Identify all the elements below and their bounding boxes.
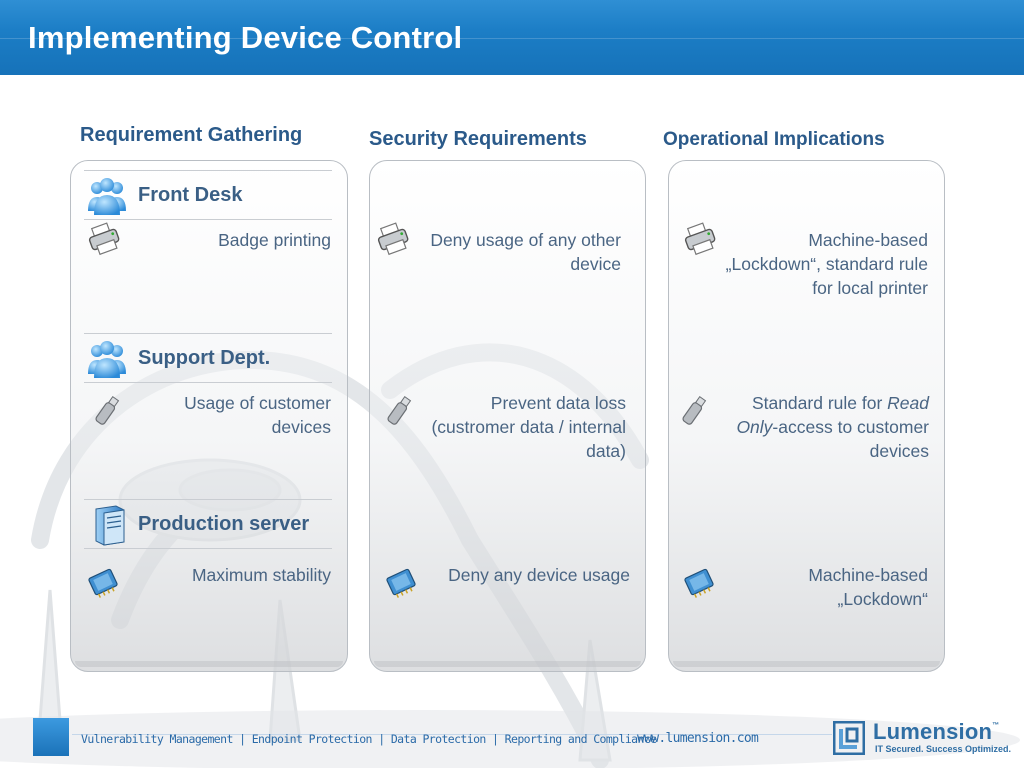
printer-icon (88, 222, 120, 256)
column-header-security-requirements: Security Requirements (369, 128, 587, 150)
requirement-text: Badge printing (218, 230, 331, 250)
logo-slogan: IT Secured. Success Optimized. (875, 744, 1012, 754)
section-heading: Support Dept. (138, 347, 271, 369)
lumension-logo-mark (833, 721, 865, 755)
usb-drive-icon (387, 396, 412, 425)
printer-icon (377, 222, 409, 256)
security-text: Deny any device usage (448, 565, 630, 585)
chip-icon (684, 568, 714, 598)
footer-url-link[interactable]: www.lumension.com (637, 731, 759, 746)
lumension-logo: Lumension™ IT Secured. Success Optimized… (833, 719, 1013, 759)
usb-drive-icon (682, 396, 707, 425)
section-support-dept: Support Dept. (84, 333, 332, 383)
operational-text-prefix: Standard rule for (751, 393, 888, 413)
users-icon (88, 178, 126, 215)
chip-icon (88, 568, 118, 598)
read-only-emphasis: Read Only (736, 393, 929, 437)
usb-drive-icon (95, 396, 120, 425)
security-requirements-panel (369, 160, 646, 672)
column-header-requirement-gathering: Requirement Gathering (80, 124, 303, 146)
logo-name-text: Lumension (873, 719, 993, 744)
security-text: Deny usage of any other device (430, 230, 621, 274)
logo-wordmark: Lumension™ (873, 719, 999, 745)
section-production-server: Production server (84, 499, 332, 549)
section-heading: Front Desk (138, 184, 243, 206)
printer-icon (684, 222, 716, 256)
column-header-operational-implications: Operational Implications (663, 129, 885, 150)
operational-text-suffix: -access to customer devices (772, 417, 929, 461)
footer: Vulnerability Management | Endpoint Prot… (0, 716, 1024, 768)
requirement-text: Maximum stability (191, 565, 331, 585)
security-text: Prevent data loss (custromer data / inte… (431, 393, 626, 461)
footer-divider (72, 734, 832, 735)
server-icon (95, 505, 125, 546)
requirement-text: Usage of customer devices (184, 393, 331, 437)
footer-tagline: Vulnerability Management | Endpoint Prot… (81, 732, 657, 746)
chip-icon (386, 568, 416, 598)
section-front-desk: Front Desk (84, 170, 332, 220)
page-title: Implementing Device Control (28, 20, 463, 55)
operational-text: Machine-based „Lockdown“, standard rule … (725, 230, 928, 298)
title-bar: Implementing Device Control (0, 0, 1024, 75)
operational-text: Machine-based „Lockdown“ (808, 565, 928, 609)
section-heading: Production server (138, 513, 310, 535)
footer-accent-square (33, 718, 69, 756)
users-icon (88, 341, 126, 378)
operational-implications-panel (668, 160, 945, 672)
operational-text: Standard rule for Read Only-access to cu… (722, 391, 929, 463)
logo-trademark: ™ (992, 722, 1000, 729)
